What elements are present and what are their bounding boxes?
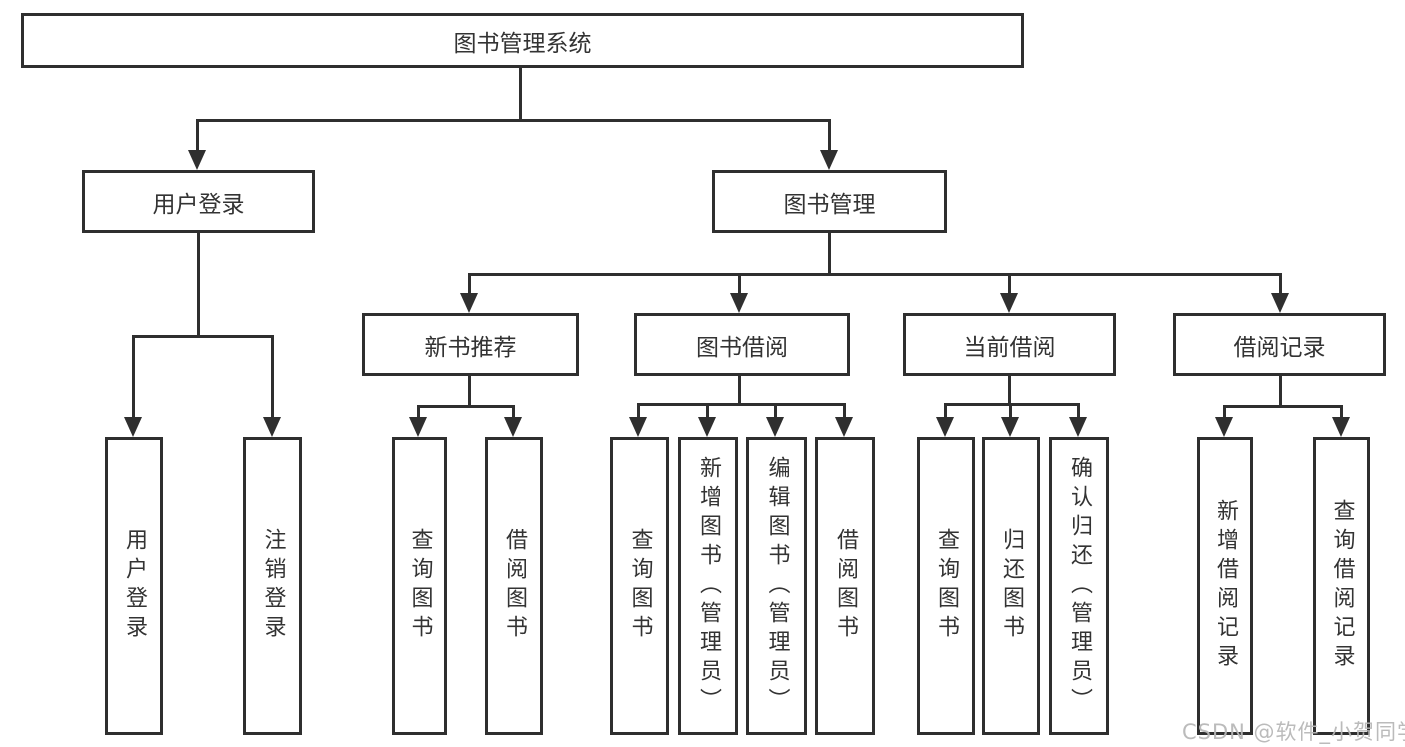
leaf-edit-book-admin: 编辑图书（管理员） (746, 437, 807, 735)
arrow-down-icon (766, 403, 784, 437)
connector-line (519, 68, 522, 120)
arrow-down-icon (1000, 273, 1018, 313)
connector-line (196, 119, 831, 122)
node-borrow-records: 借阅记录 (1173, 313, 1386, 376)
arrow-down-icon (820, 119, 838, 170)
leaf-confirm-return-admin: 确认归还（管理员） (1049, 437, 1109, 735)
connector-line (468, 273, 1282, 276)
arrow-down-icon (504, 405, 522, 437)
watermark: CSDN @软件_小贺同学 (1182, 720, 1405, 744)
arrow-down-icon (1001, 403, 1019, 437)
leaf-user-login: 用户登录 (105, 437, 163, 735)
arrow-down-icon (263, 335, 281, 437)
node-book-management: 图书管理 (712, 170, 947, 233)
leaf-add-borrow-record: 新增借阅记录 (1197, 437, 1253, 735)
leaf-logout: 注销登录 (243, 437, 302, 735)
connector-line (132, 335, 274, 338)
leaf-return-book: 归还图书 (982, 437, 1040, 735)
connector-line (828, 233, 831, 274)
arrow-down-icon (1215, 405, 1233, 437)
arrow-down-icon (629, 403, 647, 437)
node-root-system: 图书管理系统 (21, 13, 1024, 68)
leaf-query-books-recommend: 查询图书 (392, 437, 447, 735)
arrow-down-icon (698, 403, 716, 437)
node-user-login: 用户登录 (82, 170, 315, 233)
connector-line (1008, 376, 1011, 404)
connector-line (637, 403, 846, 406)
arrow-down-icon (409, 405, 427, 437)
connector-line (944, 403, 1080, 406)
arrow-down-icon (460, 273, 478, 313)
connector-line (1279, 376, 1282, 406)
arrow-down-icon (835, 403, 853, 437)
arrow-down-icon (188, 119, 206, 170)
leaf-borrow-books-recommend: 借阅图书 (485, 437, 543, 735)
connector-line (1223, 405, 1343, 408)
arrow-down-icon (936, 403, 954, 437)
arrow-down-icon (124, 335, 142, 437)
node-current-borrowing: 当前借阅 (903, 313, 1116, 376)
leaf-query-books-borrowing: 查询图书 (610, 437, 669, 735)
arrow-down-icon (1332, 405, 1350, 437)
node-book-borrowing: 图书借阅 (634, 313, 850, 376)
leaf-query-books-current: 查询图书 (917, 437, 975, 735)
arrow-down-icon (1271, 273, 1289, 313)
connector-line (738, 376, 741, 404)
arrow-down-icon (730, 273, 748, 313)
connector-line (417, 405, 515, 408)
node-new-book-recommend: 新书推荐 (362, 313, 579, 376)
leaf-add-book-admin: 新增图书（管理员） (678, 437, 738, 735)
leaf-borrow-books-borrowing: 借阅图书 (815, 437, 875, 735)
connector-line (468, 376, 471, 406)
connector-line (197, 233, 200, 336)
arrow-down-icon (1069, 403, 1087, 437)
leaf-query-borrow-record: 查询借阅记录 (1313, 437, 1370, 735)
